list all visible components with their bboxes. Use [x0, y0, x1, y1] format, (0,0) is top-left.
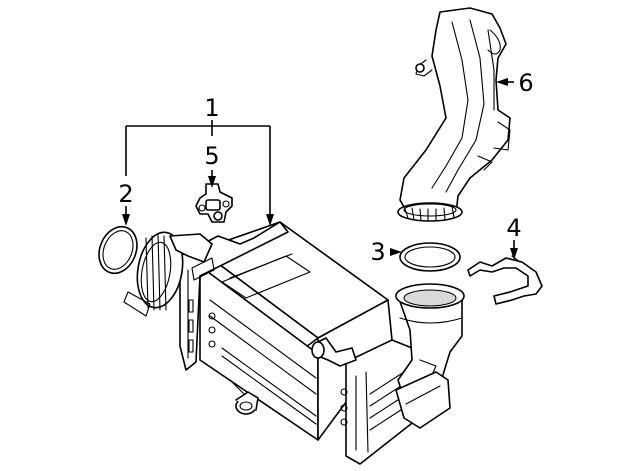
intake-hose-icon[interactable] — [397, 7, 511, 222]
arrow-4 — [510, 248, 518, 260]
retaining-clip-icon[interactable] — [467, 255, 543, 305]
o-ring-seal-icon[interactable] — [92, 221, 143, 279]
callout-labels: 1 2 3 4 5 6 — [118, 69, 533, 266]
o-ring-seal-icon[interactable] — [399, 242, 461, 272]
arrow-3 — [390, 248, 402, 256]
arrow-2 — [122, 214, 130, 226]
callout-2: 2 — [118, 180, 133, 208]
arrow-6 — [496, 78, 508, 86]
sensor-icon[interactable] — [195, 183, 233, 223]
callout-6: 6 — [518, 69, 533, 97]
intercooler-assembly-icon[interactable] — [123, 221, 465, 465]
callout-5: 5 — [204, 142, 219, 170]
callout-3: 3 — [370, 238, 385, 266]
leader-lines — [122, 78, 518, 260]
callout-1: 1 — [204, 94, 219, 122]
arrow-5 — [208, 176, 216, 188]
callout-4: 4 — [506, 214, 521, 242]
arrow-1 — [266, 214, 274, 226]
